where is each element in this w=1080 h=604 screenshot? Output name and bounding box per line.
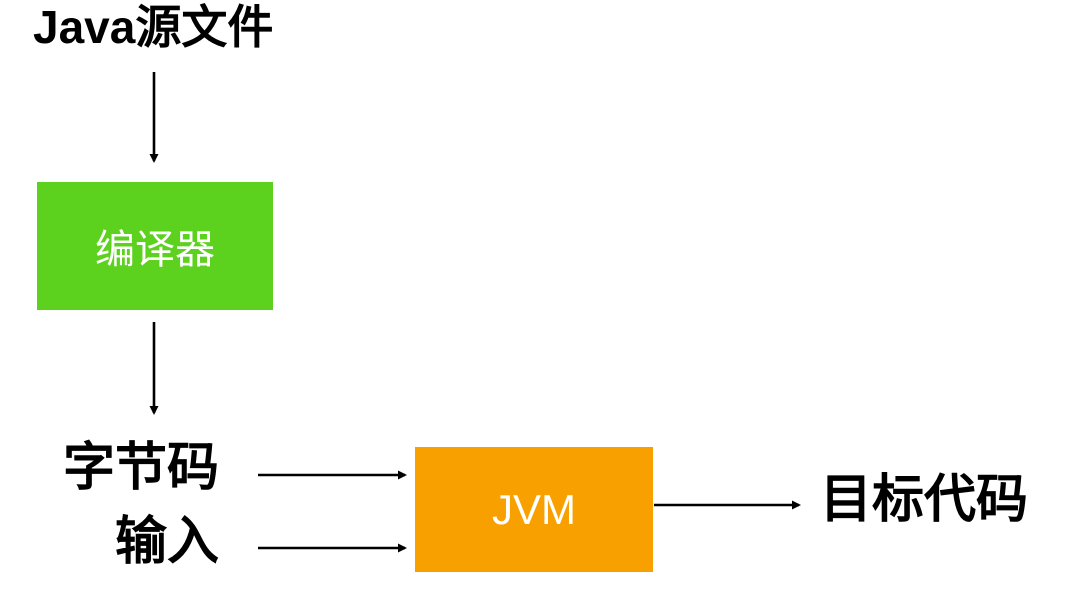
node-jvm-box: JVM <box>415 447 653 572</box>
node-target-code-label: 目标代码 <box>820 471 1029 529</box>
node-java-source-label: Java源文件 <box>33 1 274 53</box>
node-compiler-label: 编译器 <box>95 228 215 272</box>
node-bytecode-label: 字节码 <box>63 439 220 497</box>
node-input-label: 输入 <box>115 513 220 571</box>
node-jvm-label: JVM <box>492 485 576 533</box>
node-compiler-box: 编译器 <box>37 182 273 310</box>
